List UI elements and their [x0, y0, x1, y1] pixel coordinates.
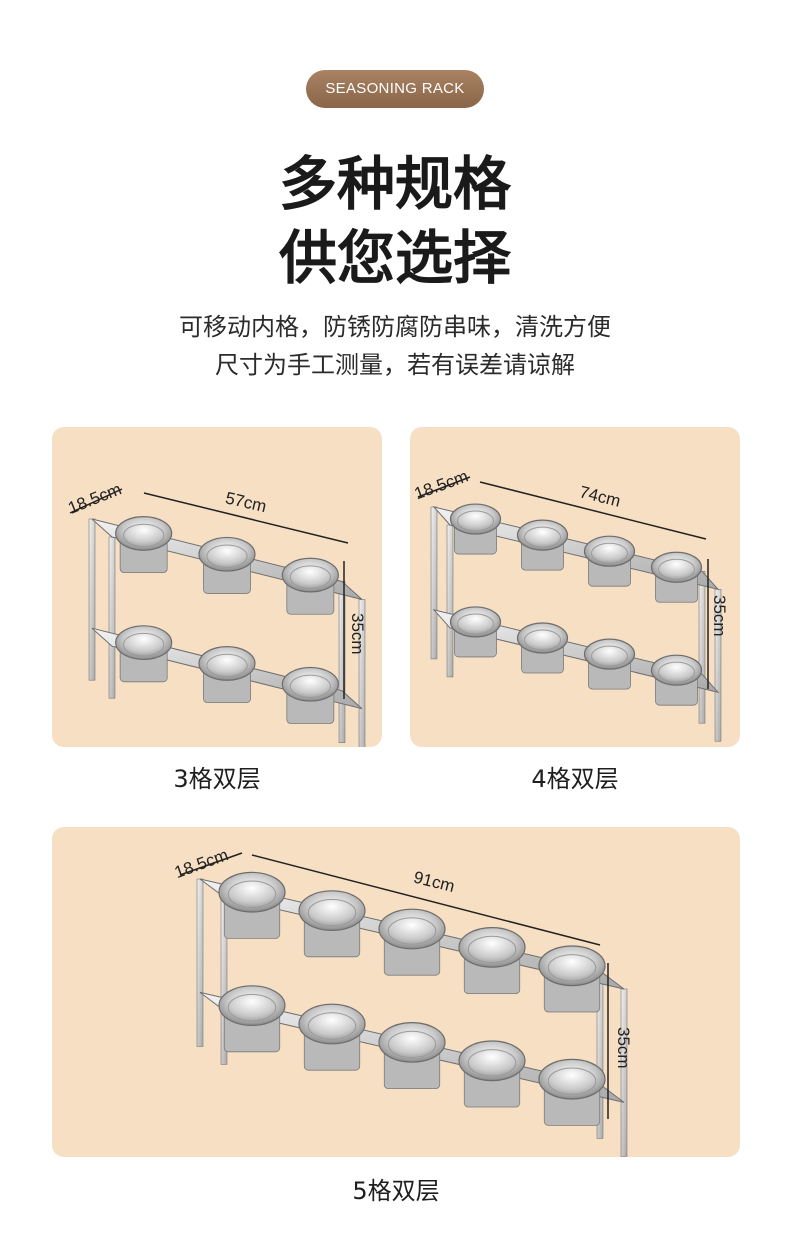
page-title-line2: 供您选择	[278, 224, 511, 292]
caption-5-slot: 5格双层	[352, 1177, 440, 1205]
subtitle-line1: 可移动内格，防锈防腐防串味，清洗方便	[179, 313, 611, 341]
height-label: 35cm	[710, 595, 729, 637]
height-label: 35cm	[614, 1027, 633, 1069]
product-panel-4-slot[interactable]: 18.5cm 74cm 35cm	[410, 427, 740, 747]
width-label: 91cm	[412, 868, 457, 896]
rack-5-slot-image: 18.5cm 91cm 35cm	[172, 845, 633, 1157]
depth-label: 18.5cm	[65, 479, 124, 518]
rack-4-slot-image: 18.5cm 74cm 35cm	[412, 466, 729, 742]
product-panel-5-slot[interactable]: 18.5cm 91cm 35cm	[52, 827, 740, 1157]
depth-label: 18.5cm	[412, 466, 471, 503]
width-label: 74cm	[578, 482, 623, 510]
depth-label: 18.5cm	[172, 845, 231, 882]
caption-4-slot: 4格双层	[531, 765, 619, 793]
height-label: 35cm	[348, 613, 367, 655]
page-title-line1: 多种规格	[278, 150, 511, 218]
width-label: 57cm	[224, 488, 269, 516]
product-panel-3-slot[interactable]: 18.5cm 57cm 35cm	[52, 427, 382, 747]
caption-3-slot: 3格双层	[173, 765, 261, 793]
subtitle-line2: 尺寸为手工测量，若有误差请谅解	[215, 351, 575, 379]
seasoning-rack-badge: SEASONING RACK	[306, 70, 484, 108]
rack-3-slot-image: 18.5cm 57cm 35cm	[65, 479, 367, 747]
